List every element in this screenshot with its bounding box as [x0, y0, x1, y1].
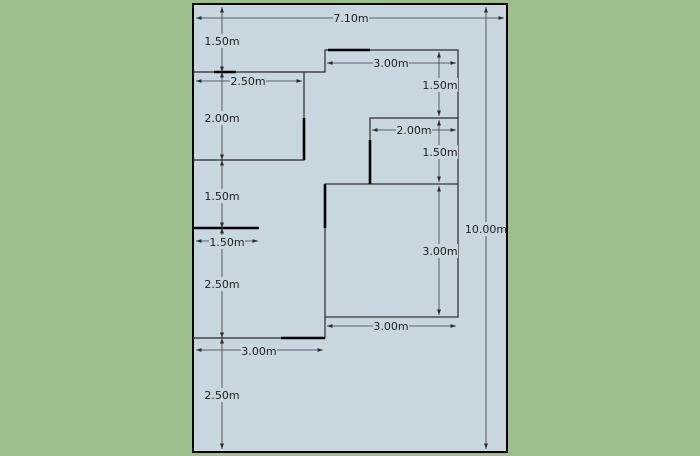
door-markers [193, 48, 372, 340]
label-left-short-width: 1.50m [209, 236, 244, 249]
label-left-room1-height: 2.00m [204, 112, 239, 125]
label-overall-width: 7.10m [333, 12, 368, 25]
label-left-bottom-height: 2.50m [204, 389, 239, 402]
label-left-bottom-width: 3.00m [241, 345, 276, 358]
label-right-mid-width: 2.00m [396, 124, 431, 137]
label-left-room1-width: 2.50m [230, 75, 265, 88]
wall-left-room-1 [193, 49, 459, 118]
dimension-labels: 7.10m 10.00m 1.50m 2.50m 2.00m 1.50m 1.5… [204, 11, 507, 402]
label-left-room2-height: 2.50m [204, 278, 239, 291]
label-right-room-height: 3.00m [422, 245, 457, 258]
label-right-top-height: 1.50m [422, 79, 457, 92]
label-right-top-width: 3.00m [373, 57, 408, 70]
label-left-top: 1.50m [204, 35, 239, 48]
label-left-gap: 1.50m [204, 190, 239, 203]
label-right-room-width: 3.00m [373, 320, 408, 333]
label-right-mid-height: 1.50m [422, 146, 457, 159]
label-overall-height: 10.00m [465, 223, 507, 236]
